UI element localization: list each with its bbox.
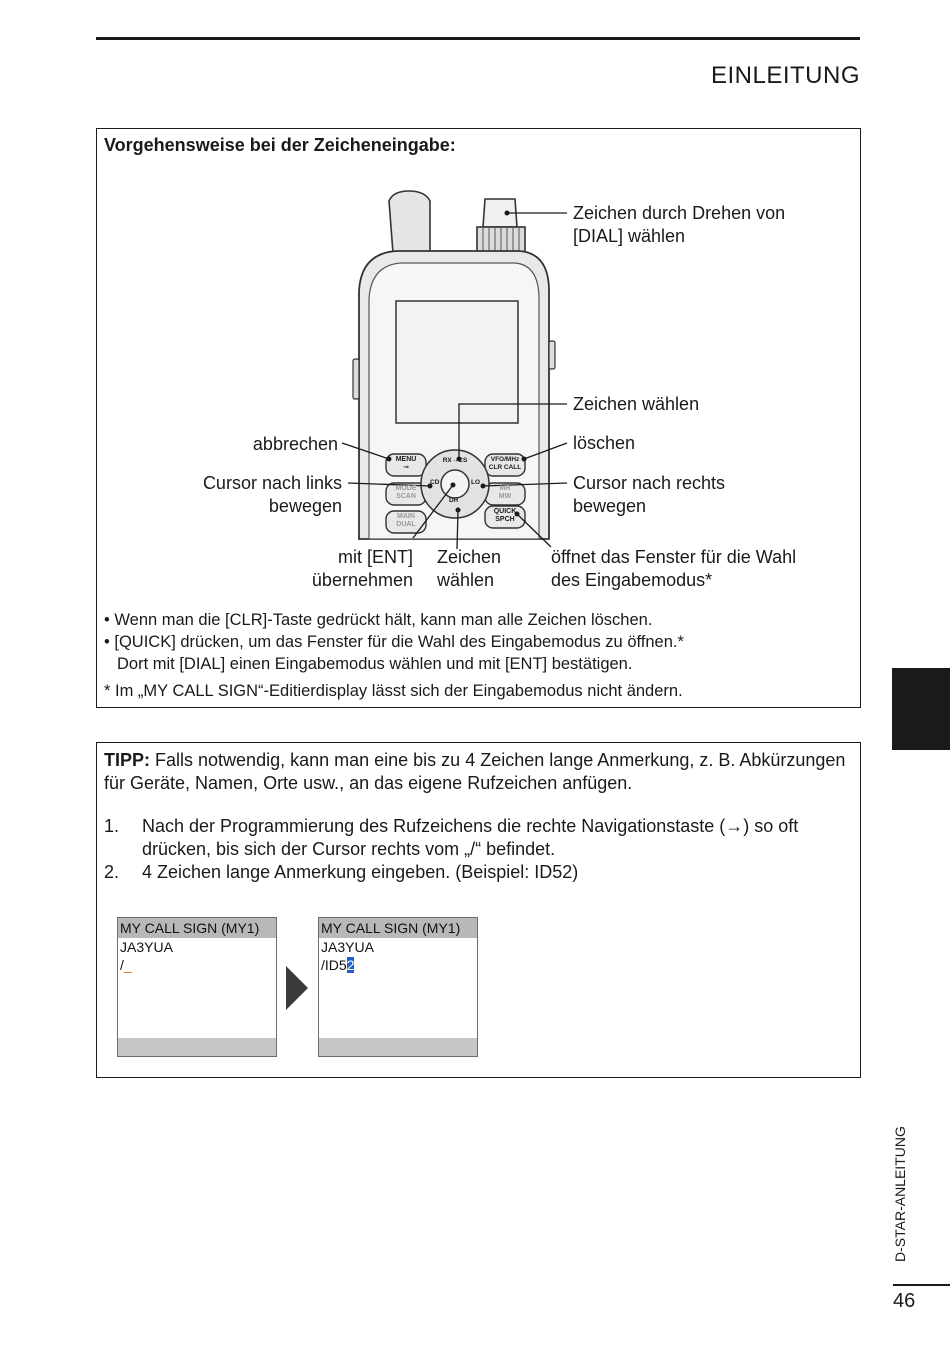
label-line: Cursor nach rechts bbox=[573, 473, 726, 493]
label-line: Zeichen durch Drehen von bbox=[573, 203, 786, 223]
key-line: SPCH bbox=[495, 516, 515, 523]
label-line: bewegen bbox=[268, 496, 342, 516]
page-number-rule bbox=[893, 1284, 950, 1286]
key-line: ⊸ bbox=[403, 464, 409, 471]
lcd-screen-after: MY CALL SIGN (MY1) JA3YUA /ID52 bbox=[318, 917, 478, 1057]
lcd-note-text: / bbox=[120, 957, 124, 973]
section-tab bbox=[892, 668, 950, 750]
main-dual-key[interactable]: MAIN DUAL bbox=[386, 513, 426, 529]
tip-label: TIPP: bbox=[104, 750, 151, 770]
arrow-right-icon bbox=[286, 966, 308, 1010]
label-line: Cursor nach links bbox=[202, 473, 342, 493]
label-line: übernehmen bbox=[311, 570, 413, 590]
label-line: wählen bbox=[437, 570, 495, 590]
key-line: MAIN bbox=[397, 513, 415, 520]
ent-label: mit [ENT] übernehmen bbox=[312, 546, 413, 592]
lcd-footer bbox=[319, 1038, 477, 1056]
lcd-callsign: JA3YUA bbox=[120, 939, 173, 955]
dial-knob bbox=[476, 198, 526, 256]
note-quick: • [QUICK] drücken, um das Fenster für di… bbox=[104, 633, 684, 651]
character-entry-box: Vorgehensweise bei der Zeicheneingabe: bbox=[96, 128, 861, 708]
up-label: Zeichen wählen bbox=[573, 394, 700, 414]
dpad-down-key[interactable]: DR bbox=[449, 497, 459, 504]
note-clr: • Wenn man die [CLR]-Taste gedrückt hält… bbox=[104, 611, 653, 629]
footnote: * Im „MY CALL SIGN“-Editierdisplay lässt… bbox=[104, 682, 683, 700]
tip-text: Falls notwendig, kann man eine bis zu 4 … bbox=[104, 750, 846, 793]
section-title: EINLEITUNG bbox=[710, 62, 860, 89]
key-line: MODE bbox=[395, 485, 417, 492]
down-label: Zeichen wählen bbox=[437, 546, 501, 592]
vfo-clr-key[interactable]: VFO/MHz CLR CALL bbox=[485, 456, 525, 472]
lcd-cursor: _ bbox=[123, 957, 132, 973]
label-line: öffnet das Fenster für die Wahl bbox=[551, 547, 797, 567]
cursor-right-label: Cursor nach rechts bewegen bbox=[573, 472, 725, 518]
box-heading: Vorgehensweise bei der Zeicheneingabe: bbox=[104, 135, 456, 155]
tip-paragraph: TIPP: Falls notwendig, kann man eine bis… bbox=[104, 749, 849, 795]
key-line: DUAL bbox=[396, 521, 416, 528]
label-line: mit [ENT] bbox=[338, 547, 413, 567]
lcd-footer bbox=[118, 1038, 276, 1056]
dpad-right-key[interactable]: LO bbox=[471, 479, 481, 486]
key-line: SCAN bbox=[396, 493, 416, 500]
page-number: 46 bbox=[893, 1290, 916, 1312]
radio-illustration bbox=[341, 190, 568, 549]
key-line: MW bbox=[498, 493, 512, 500]
step-text: Nach der Programmierung des Rufzeichens … bbox=[142, 816, 799, 859]
key-line: MENU bbox=[395, 456, 417, 463]
step-text: 4 Zeichen lange Anmerkung eingeben. (Bei… bbox=[142, 862, 579, 882]
quick-key[interactable]: QUICK SPCH bbox=[485, 508, 525, 524]
mode-scan-key[interactable]: MODE SCAN bbox=[386, 485, 426, 501]
lcd-callsign: JA3YUA bbox=[321, 939, 374, 955]
dial-label: Zeichen durch Drehen von [DIAL] wählen bbox=[573, 202, 785, 248]
note-quick-cont: Dort mit [DIAL] einen Eingabemodus wähle… bbox=[117, 655, 633, 673]
cancel-label: abbrechen bbox=[252, 434, 338, 454]
lcd-screen-before: MY CALL SIGN (MY1) JA3YUA /_ bbox=[117, 917, 277, 1057]
lcd-header: MY CALL SIGN (MY1) bbox=[319, 918, 477, 938]
label-line: bewegen bbox=[573, 496, 647, 516]
lcd-header: MY CALL SIGN (MY1) bbox=[118, 918, 276, 938]
label-line: des Eingabemodus* bbox=[551, 570, 713, 590]
key-line: MR bbox=[499, 485, 511, 492]
lcd-cursor: 2 bbox=[346, 957, 355, 973]
step-number: 1. bbox=[104, 816, 120, 836]
quick-label: öffnet das Fenster für die Wahl des Eing… bbox=[551, 546, 796, 592]
label-line: Zeichen bbox=[437, 547, 502, 567]
top-rule bbox=[96, 37, 860, 40]
step-item: 1. Nach der Programmierung des Rufzeiche… bbox=[104, 815, 854, 861]
tip-box: TIPP: Falls notwendig, kann man eine bis… bbox=[96, 742, 861, 1078]
key-line: QUICK bbox=[493, 508, 517, 515]
key-line: CLR CALL bbox=[488, 464, 522, 471]
delete-label: löschen bbox=[573, 433, 636, 453]
side-label: D-STAR-ANLEITUNG bbox=[892, 1126, 908, 1262]
cursor-left-label: Cursor nach links bewegen bbox=[203, 472, 342, 518]
dpad-up-key[interactable]: RX→CS bbox=[442, 457, 468, 464]
lcd-note: /_ bbox=[118, 956, 276, 974]
step-number: 2. bbox=[104, 862, 120, 882]
lcd-note: /ID52 bbox=[319, 956, 477, 974]
mr-mw-key[interactable]: MR MW bbox=[485, 485, 525, 501]
dpad-left-key[interactable]: CD bbox=[430, 479, 440, 486]
menu-key[interactable]: MENU ⊸ bbox=[386, 456, 426, 472]
label-line: [DIAL] wählen bbox=[573, 226, 686, 246]
lcd-note-text: /ID5 bbox=[321, 957, 347, 973]
step-item: 2. 4 Zeichen lange Anmerkung eingeben. (… bbox=[104, 861, 854, 884]
key-line: VFO/MHz bbox=[490, 456, 520, 463]
